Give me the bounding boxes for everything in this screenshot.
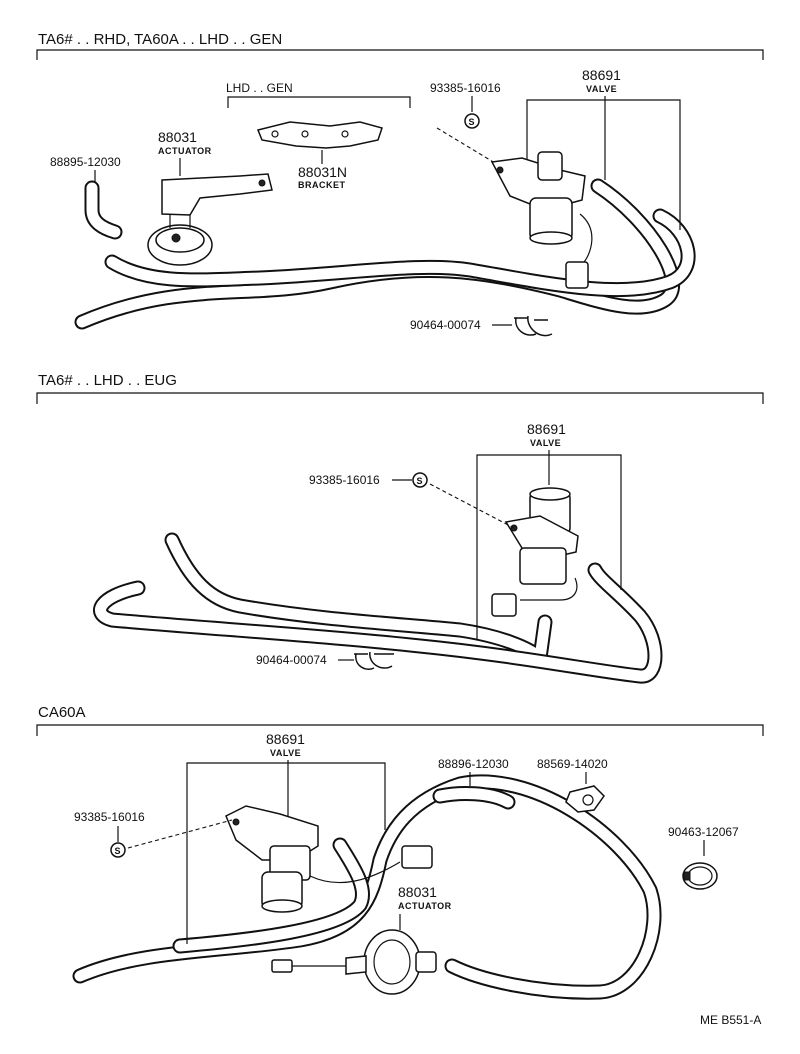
clip-88569 xyxy=(565,785,605,813)
section-2-bracket xyxy=(36,392,764,404)
section-3-header: CA60A xyxy=(38,704,86,721)
s2-part-88691-label: 88691 xyxy=(527,421,566,437)
s3-part-88691-label: 88691 xyxy=(266,731,305,747)
dash-93385 xyxy=(436,127,501,167)
screw-symbol-2: S xyxy=(412,472,428,488)
section-3-hoses xyxy=(72,774,662,1000)
section-3-bracket xyxy=(36,724,764,736)
clamp-90464 xyxy=(514,315,553,337)
s3-part-88691-name: VALVE xyxy=(270,748,301,758)
s3-part-88031-label: 88031 xyxy=(398,884,437,900)
part-88031-label: 88031 xyxy=(158,129,197,145)
screw-symbol-2-letter: S xyxy=(417,476,424,486)
hose-88895 xyxy=(84,180,123,240)
s3-dash-93385 xyxy=(127,819,233,849)
section-2: TA6# . . LHD . . EUG 88691 VALVE 93385-1… xyxy=(36,372,764,684)
s2-valve-88691 xyxy=(491,487,579,617)
part-88031N-name: BRACKET xyxy=(298,180,346,190)
s3-valve-88691 xyxy=(225,805,433,913)
valve-88691 xyxy=(490,151,593,289)
s3-part-90463-label: 90463-12067 xyxy=(668,825,739,839)
footer-code: ME B551-A xyxy=(700,1013,761,1027)
s3-part-88896-label: 88896-12030 xyxy=(438,757,509,771)
screw-symbol-3: S xyxy=(110,842,126,858)
section-1-header: TA6# . . RHD, TA60A . . LHD . . GEN xyxy=(38,31,282,48)
section-1-hoses xyxy=(74,178,696,330)
section-1-bracket xyxy=(36,49,764,60)
s3-part-93385-label: 93385-16016 xyxy=(74,810,145,824)
section-2-header: TA6# . . LHD . . EUG xyxy=(38,372,177,389)
s2-part-93385-label: 93385-16016 xyxy=(309,473,380,487)
bracket-88031N xyxy=(256,121,383,149)
part-88031N-label: 88031N xyxy=(298,164,347,180)
clamp-90463 xyxy=(682,862,718,890)
part-93385-label: 93385-16016 xyxy=(430,81,501,95)
part-88691-label: 88691 xyxy=(582,67,621,83)
part-88031-name: ACTUATOR xyxy=(158,146,212,156)
s3-actuator-88031 xyxy=(271,929,437,995)
part-88895-label: 88895-12030 xyxy=(50,155,121,169)
part-90464-label: 90464-00074 xyxy=(410,318,481,332)
s3-part-88569-label: 88569-14020 xyxy=(537,757,608,771)
hose-88896 xyxy=(432,786,516,810)
lhd-gen-bracket xyxy=(227,96,411,108)
screw-symbol-1: S xyxy=(464,113,480,129)
section-1: TA6# . . RHD, TA60A . . LHD . . GEN LHD … xyxy=(36,31,764,337)
s3-part-88031-name: ACTUATOR xyxy=(398,901,452,911)
section-3: CA60A 88691 VALVE 93385-16016 S 88896-1 xyxy=(36,704,764,1000)
s2-leader-88691 xyxy=(476,450,622,640)
screw-symbol-1-letter: S xyxy=(469,117,476,127)
leader-88691 xyxy=(526,96,681,230)
s2-part-90464-label: 90464-00074 xyxy=(256,653,327,667)
part-88691-name: VALVE xyxy=(586,84,617,94)
section-2-hoses xyxy=(93,532,663,684)
s2-dash-93385 xyxy=(429,483,515,529)
lhd-gen-subheader: LHD . . GEN xyxy=(226,81,293,95)
s2-clamp-90464 xyxy=(354,651,394,670)
screw-symbol-3-letter: S xyxy=(115,846,122,856)
s2-part-88691-name: VALVE xyxy=(530,438,561,448)
actuator-88031 xyxy=(147,173,273,266)
